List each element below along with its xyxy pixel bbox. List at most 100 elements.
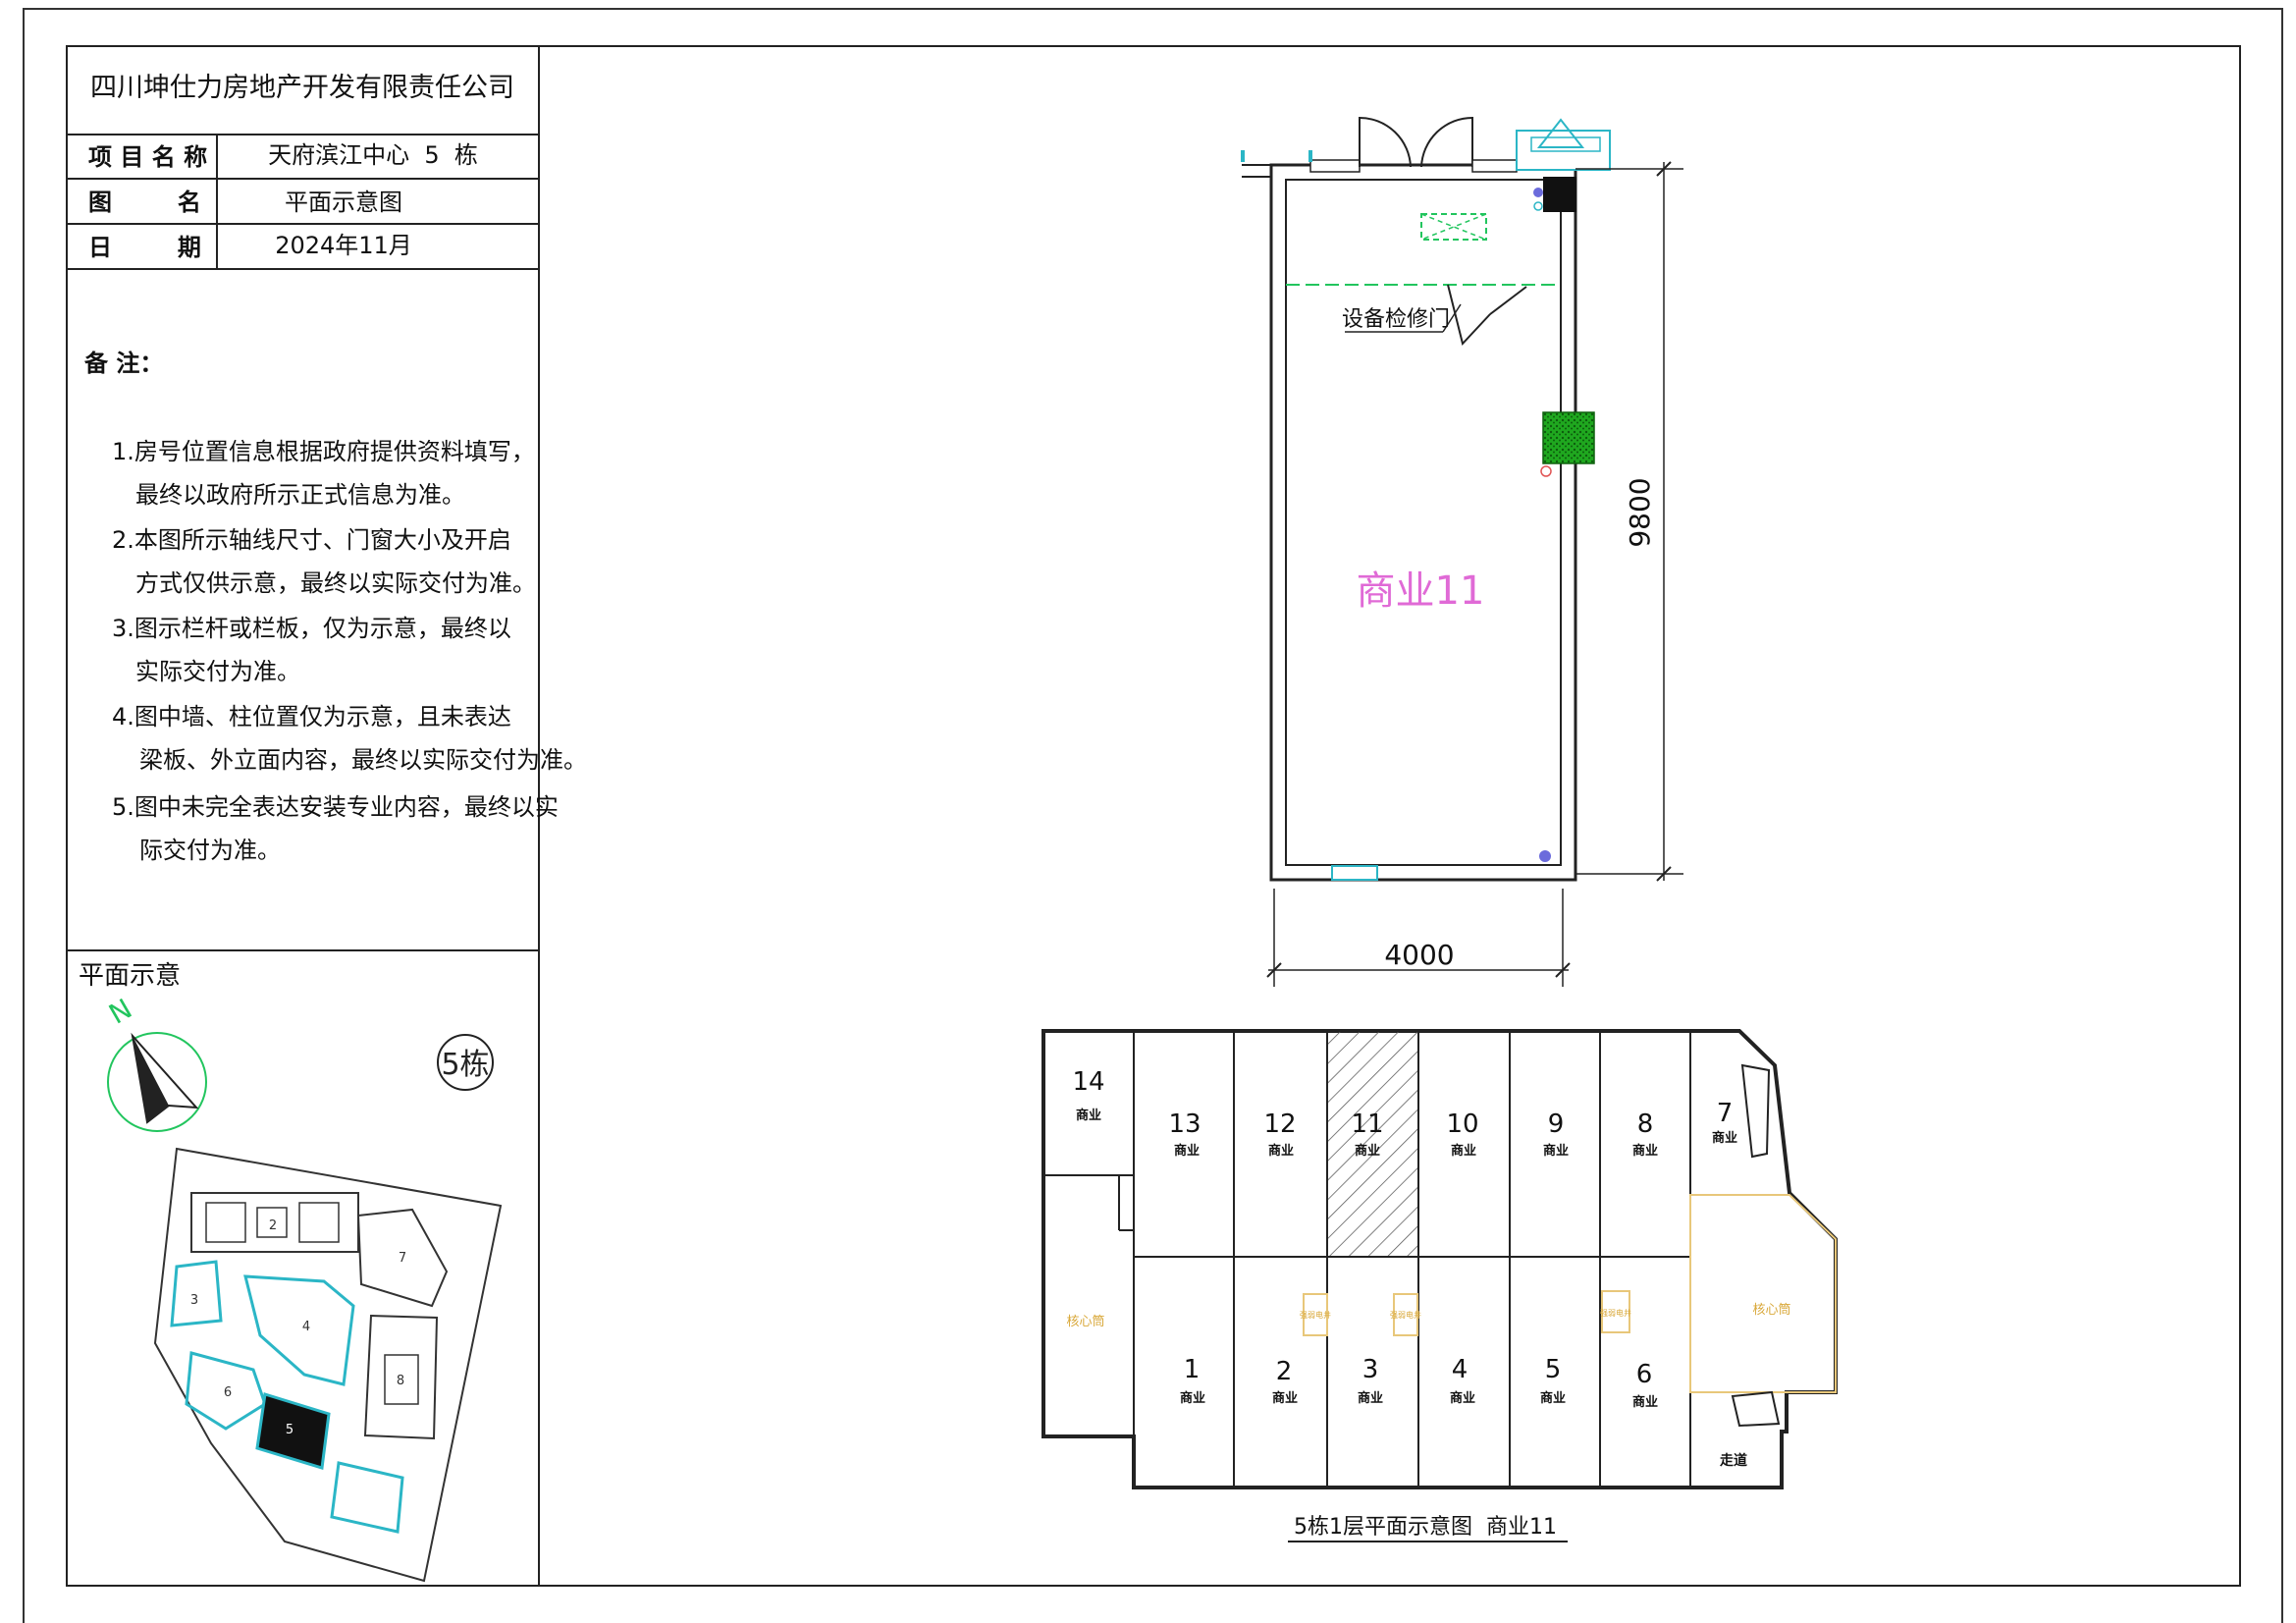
corridor-label: 走道 [1720, 1452, 1747, 1469]
svg-text:强弱电井: 强弱电井 [1390, 1310, 1421, 1320]
unit-use: 商业 [1450, 1390, 1475, 1406]
unit-number: 5 [1545, 1355, 1562, 1384]
unit-use: 商业 [1543, 1143, 1569, 1159]
building-tag: 5栋 [437, 1034, 494, 1091]
project-name-label: 项 目 名 称 [88, 143, 207, 171]
unit-number: 12 [1263, 1109, 1296, 1139]
unit-label: 商业11 [1357, 568, 1485, 614]
depth-value: 9800 [1624, 477, 1656, 547]
drain-icon [1539, 850, 1551, 862]
unit-use: 商业 [1180, 1390, 1205, 1406]
note-line: 实际交付为准。 [135, 658, 300, 685]
svg-text:3: 3 [190, 1293, 198, 1308]
unit-use: 商业 [1632, 1143, 1658, 1159]
project-name-value: 天府滨江中心 5 栋 [268, 141, 478, 169]
site-boundary [153, 1147, 503, 1583]
unit-number: 1 [1184, 1355, 1201, 1384]
svg-text:7: 7 [399, 1251, 406, 1266]
unit-use: 商业 [1355, 1143, 1380, 1159]
entrance-door-icon [1242, 116, 1610, 178]
svg-text:6: 6 [224, 1385, 232, 1400]
site-plan: 平面示意 N 5栋 2 7 3 [79, 961, 503, 1583]
core-label-left: 核心筒 [1066, 1314, 1104, 1329]
building-4: 4 [243, 1274, 355, 1386]
company-name: 四川坤仕力房地产开发有限责任公司 [90, 73, 514, 103]
width-dimension: 4000 [1266, 889, 1571, 987]
date-value: 2024年11月 [275, 232, 412, 259]
unit-dividers [1043, 1031, 1789, 1488]
building-3: 3 [170, 1260, 223, 1327]
unit-plan: 设备检修门 商业11 9800 4000 [1241, 116, 1683, 987]
floor-plan: 14 13 12 11 10 9 8 7 商业 商业 商业 商业 商业 商业 商… [1041, 1029, 1838, 1542]
svg-text:2: 2 [269, 1218, 277, 1233]
pipe-icon [1308, 150, 1312, 162]
bottom-unit-labels: 1 2 3 4 5 6 [1184, 1355, 1653, 1389]
drawing-name-value: 平面示意图 [285, 189, 402, 216]
core-label-right: 核心筒 [1752, 1302, 1790, 1318]
shaft-box: 强弱电井 [1600, 1290, 1631, 1333]
note-line: 5.图中未完全表达安装专业内容，最终以实 [112, 793, 559, 821]
unit-number: 4 [1452, 1355, 1468, 1384]
stair-icon [1731, 1390, 1781, 1428]
unit-number: 14 [1072, 1067, 1104, 1097]
north-arrow-icon: N [103, 993, 207, 1132]
unit-number: 13 [1168, 1109, 1201, 1139]
note-line: 4.图中墙、柱位置仅为示意，且未表达 [112, 703, 511, 730]
inner-border [66, 45, 2241, 1587]
svg-text:5栋: 5栋 [441, 1048, 489, 1082]
core-tube-outline [1689, 1194, 1837, 1393]
note-line: 最终以政府所示正式信息为准。 [135, 481, 465, 509]
building-southern [330, 1461, 404, 1534]
note-line: 1.房号位置信息根据政府提供资料填写， [112, 438, 535, 465]
note-line: 3.图示栏杆或栏板，仅为示意，最终以 [112, 615, 511, 642]
unit-number: 6 [1636, 1360, 1653, 1389]
notes: 备 注： 1.房号位置信息根据政府提供资料填写， 最终以政府所示正式信息为准。 … [83, 350, 587, 864]
unit-number: 10 [1446, 1109, 1478, 1139]
building-5-highlight: 5 [255, 1392, 331, 1470]
outdoor-unit-icon [1516, 118, 1611, 212]
note-line: 方式仅供示意，最终以实际交付为准。 [135, 569, 536, 597]
drawing-name-label: 图 名 [88, 189, 201, 216]
building-8: 8 [363, 1314, 439, 1440]
shaft-box: 强弱电井 [1390, 1293, 1421, 1336]
unit-use: 商业 [1174, 1143, 1200, 1159]
stair-icon [1740, 1063, 1771, 1159]
date-label: 日 期 [88, 234, 201, 261]
building-6: 6 [185, 1351, 267, 1431]
unit-use: 商业 [1272, 1390, 1298, 1406]
top-unit-uses: 商业 商业 商业 商业 商业 商业 商业 商业 [1076, 1108, 1737, 1159]
title-block: 四川坤仕力房地产开发有限责任公司 项 目 名 称 天府滨江中心 5 栋 图 名 … [67, 46, 540, 1586]
unit-number: 7 [1717, 1099, 1734, 1128]
unit-inner-wall [1285, 179, 1562, 866]
outer-border [23, 8, 2283, 1623]
shaft-box: 强弱电井 [1300, 1293, 1331, 1336]
svg-text:4: 4 [302, 1320, 310, 1334]
svg-text:强弱电井: 强弱电井 [1600, 1308, 1631, 1318]
unit-use: 商业 [1358, 1390, 1383, 1406]
floor-plan-caption: 5栋1层平面示意图 商业11 [1294, 1515, 1557, 1540]
unit-use: 商业 [1076, 1108, 1101, 1123]
unit-number: 11 [1351, 1109, 1383, 1139]
svg-text:8: 8 [397, 1374, 404, 1388]
unit-outer-wall [1269, 163, 1577, 882]
note-line: 际交付为准。 [139, 837, 281, 864]
pipe-icon [1241, 150, 1245, 162]
unit-use: 商业 [1451, 1143, 1476, 1159]
svg-text:5: 5 [286, 1423, 294, 1437]
svg-text:强弱电井: 强弱电井 [1300, 1310, 1331, 1320]
outlet-icon [1540, 465, 1552, 477]
unit-use: 商业 [1632, 1394, 1658, 1410]
unit-use: 商业 [1268, 1143, 1294, 1159]
ceiling-fixture-icon [1420, 213, 1487, 241]
note-line: 梁板、外立面内容，最终以实际交付为准。 [139, 746, 587, 774]
note-line: 2.本图所示轴线尺寸、门窗大小及开启 [112, 526, 511, 554]
north-label: N [103, 993, 137, 1031]
window-icon [1331, 865, 1378, 881]
bottom-unit-uses: 商业 商业 商业 商业 商业 商业 [1180, 1390, 1658, 1410]
column-icon [1543, 177, 1576, 212]
service-door-icon [1345, 284, 1527, 347]
unit-number: 2 [1276, 1357, 1293, 1386]
unit-number: 3 [1362, 1355, 1379, 1384]
service-door-label: 设备检修门 [1342, 307, 1450, 332]
